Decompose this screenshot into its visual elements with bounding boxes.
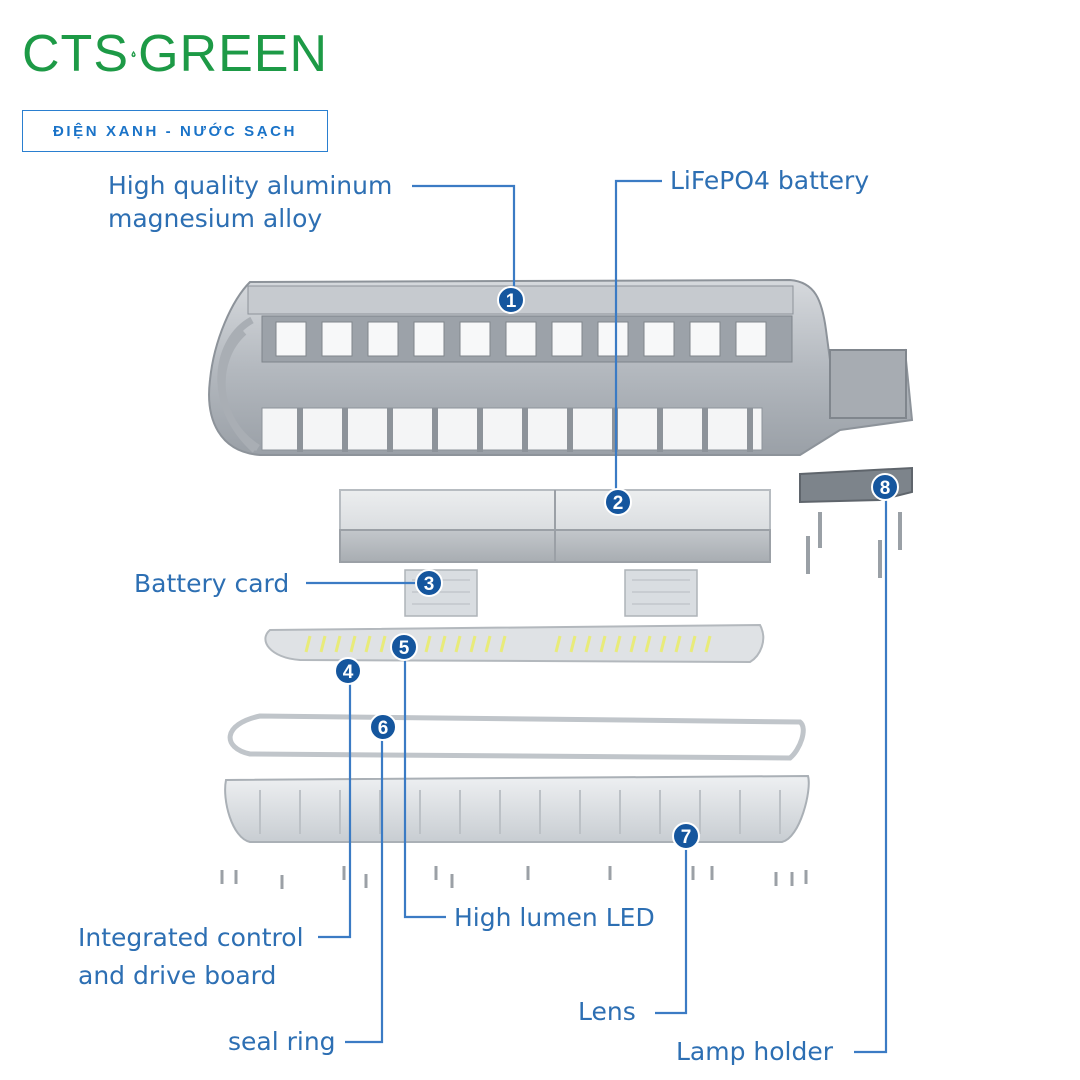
badge-4: 4 — [335, 658, 361, 684]
badge-7: 7 — [673, 823, 699, 849]
mounting-screws — [222, 866, 806, 889]
label-control-line1: Integrated control — [78, 923, 304, 952]
label-seal-ring: seal ring — [228, 1027, 336, 1056]
badge-1: 1 — [498, 287, 524, 313]
svg-text:7: 7 — [681, 827, 692, 848]
lifepo4-battery — [340, 490, 770, 562]
svg-text:4: 4 — [343, 662, 354, 683]
badge-8: 8 — [872, 474, 898, 500]
label-battery: LiFePO4 battery — [670, 166, 869, 195]
label-control-line2: and drive board — [78, 961, 276, 990]
svg-text:2: 2 — [613, 493, 624, 514]
label-battery-card: Battery card — [134, 569, 289, 598]
badge-3: 3 — [416, 570, 442, 596]
badge-6: 6 — [370, 714, 396, 740]
label-lens: Lens — [578, 997, 636, 1026]
led-board — [265, 625, 763, 662]
seal-ring — [230, 716, 803, 758]
label-led: High lumen LED — [454, 903, 655, 932]
label-aluminum-line1: High quality aluminum — [108, 171, 392, 200]
label-aluminum-line2: magnesium alloy — [108, 204, 322, 233]
badge-5: 5 — [391, 634, 417, 660]
aluminum-housing — [209, 280, 912, 455]
badge-2: 2 — [605, 489, 631, 515]
svg-text:8: 8 — [880, 478, 891, 499]
svg-text:1: 1 — [506, 291, 517, 312]
svg-text:5: 5 — [399, 638, 410, 659]
battery-card — [405, 570, 697, 616]
svg-text:3: 3 — [424, 574, 435, 595]
svg-text:6: 6 — [378, 718, 389, 739]
lens — [225, 776, 809, 842]
label-lamp-holder: Lamp holder — [676, 1037, 834, 1066]
